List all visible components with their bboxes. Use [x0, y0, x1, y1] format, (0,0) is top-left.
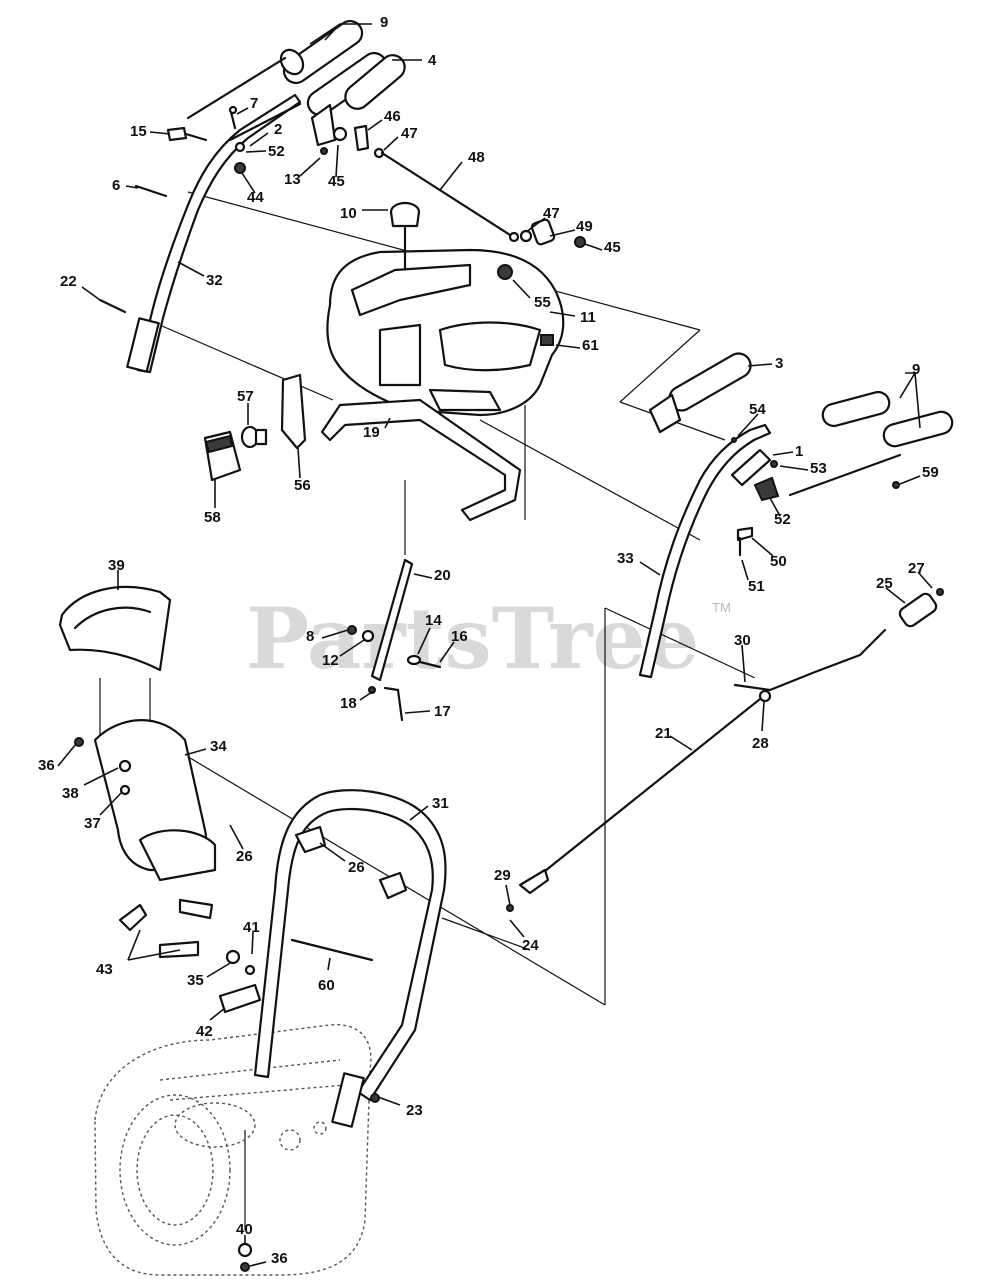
callout-label-c17: 17	[434, 703, 451, 720]
callout-label-c16: 16	[451, 628, 468, 645]
callout-label-c41: 41	[243, 919, 260, 936]
callout-label-c36a: 36	[38, 757, 55, 774]
callout-label-c34: 34	[210, 738, 227, 755]
callout-label-c45b: 45	[604, 239, 621, 256]
callout-label-c58: 58	[204, 509, 221, 526]
callout-label-c9a: 9	[380, 14, 388, 31]
callout-label-c33: 33	[617, 550, 634, 567]
left-upper-handle	[126, 93, 302, 374]
linkage-20	[347, 558, 442, 722]
leader-lines	[57, 23, 933, 1267]
callout-label-c26a: 26	[236, 848, 253, 865]
chute-clips-43	[118, 898, 256, 976]
callout-label-c47a: 47	[401, 125, 418, 142]
callout-label-c59: 59	[922, 464, 939, 481]
callout-label-c21: 21	[655, 725, 672, 742]
callout-label-c49: 49	[576, 218, 593, 235]
callout-label-c36b: 36	[271, 1250, 288, 1267]
chute-rod-48	[380, 151, 586, 248]
small-hardware-left	[98, 103, 385, 314]
right-upper-handle	[638, 423, 772, 679]
callout-label-c50: 50	[770, 553, 787, 570]
callout-label-c40: 40	[236, 1221, 253, 1238]
callout-label-c10: 10	[340, 205, 357, 222]
bracket-19	[320, 398, 522, 522]
callout-label-c15: 15	[130, 123, 147, 140]
watermark-text: PartsTree	[246, 589, 699, 688]
callout-label-c52b: 52	[774, 511, 791, 528]
callout-label-c31: 31	[432, 795, 449, 812]
callout-label-c25: 25	[876, 575, 893, 592]
callout-label-c61: 61	[582, 337, 599, 354]
chute-deflector-39	[58, 585, 172, 672]
callout-label-c47b: 47	[543, 205, 560, 222]
callout-label-c42: 42	[196, 1023, 213, 1040]
grip-3	[648, 352, 752, 434]
callout-label-c9b: 9	[912, 361, 920, 378]
callout-label-c46: 46	[384, 108, 401, 125]
callout-label-c2: 2	[274, 121, 282, 138]
shift-rod-21	[506, 588, 944, 912]
chute-34	[74, 719, 217, 882]
callout-label-c37: 37	[84, 815, 101, 832]
callout-label-c6: 6	[112, 177, 120, 194]
callout-label-c20: 20	[434, 567, 451, 584]
lower-handle-31	[218, 789, 447, 1272]
control-panel	[326, 201, 565, 417]
callout-label-c12: 12	[322, 652, 339, 669]
callout-label-c11: 11	[580, 309, 596, 326]
right-grip-9	[788, 390, 954, 497]
callout-label-c32: 32	[206, 272, 223, 289]
grip-4	[306, 51, 406, 117]
callout-label-c7: 7	[250, 95, 258, 112]
callout-label-c55: 55	[534, 294, 551, 311]
callout-label-c57: 57	[237, 388, 254, 405]
callout-label-c29: 29	[494, 867, 511, 884]
callout-label-c1: 1	[795, 443, 803, 460]
callout-label-c35: 35	[187, 972, 204, 989]
callout-label-c44: 44	[247, 189, 264, 206]
callout-label-c43: 43	[96, 961, 113, 978]
callout-label-c13: 13	[284, 171, 301, 188]
callout-label-c39: 39	[108, 557, 125, 574]
callout-label-c56: 56	[294, 477, 311, 494]
callout-label-c45a: 45	[328, 173, 345, 190]
callout-label-c60: 60	[318, 977, 335, 994]
watermark-trademark: TM	[712, 600, 731, 615]
callout-label-c22: 22	[60, 273, 77, 290]
callout-label-c26b: 26	[348, 859, 365, 876]
left-grip-9	[279, 19, 364, 85]
light-assembly	[203, 373, 307, 482]
callout-label-c8: 8	[306, 628, 314, 645]
callout-label-c19: 19	[363, 424, 380, 441]
callout-label-c27: 27	[908, 560, 925, 577]
callout-label-c4: 4	[428, 52, 437, 69]
auger-housing-outline	[94, 1024, 372, 1276]
callout-label-c23: 23	[406, 1102, 423, 1119]
callout-label-c30: 30	[734, 632, 751, 649]
callout-label-c24: 24	[522, 937, 539, 954]
control-rod-left	[186, 56, 302, 142]
callout-label-c48: 48	[468, 149, 485, 166]
callout-label-c18: 18	[340, 695, 357, 712]
callout-label-c53: 53	[810, 460, 827, 477]
callout-label-c3: 3	[775, 355, 783, 372]
callout-label-c38: 38	[62, 785, 79, 802]
callout-label-c14: 14	[425, 612, 442, 629]
callout-label-c54: 54	[749, 401, 766, 418]
callout-label-c52a: 52	[268, 143, 285, 160]
callout-label-c51: 51	[748, 578, 765, 595]
callout-label-c28: 28	[752, 735, 769, 752]
small-hardware-right	[730, 437, 900, 557]
